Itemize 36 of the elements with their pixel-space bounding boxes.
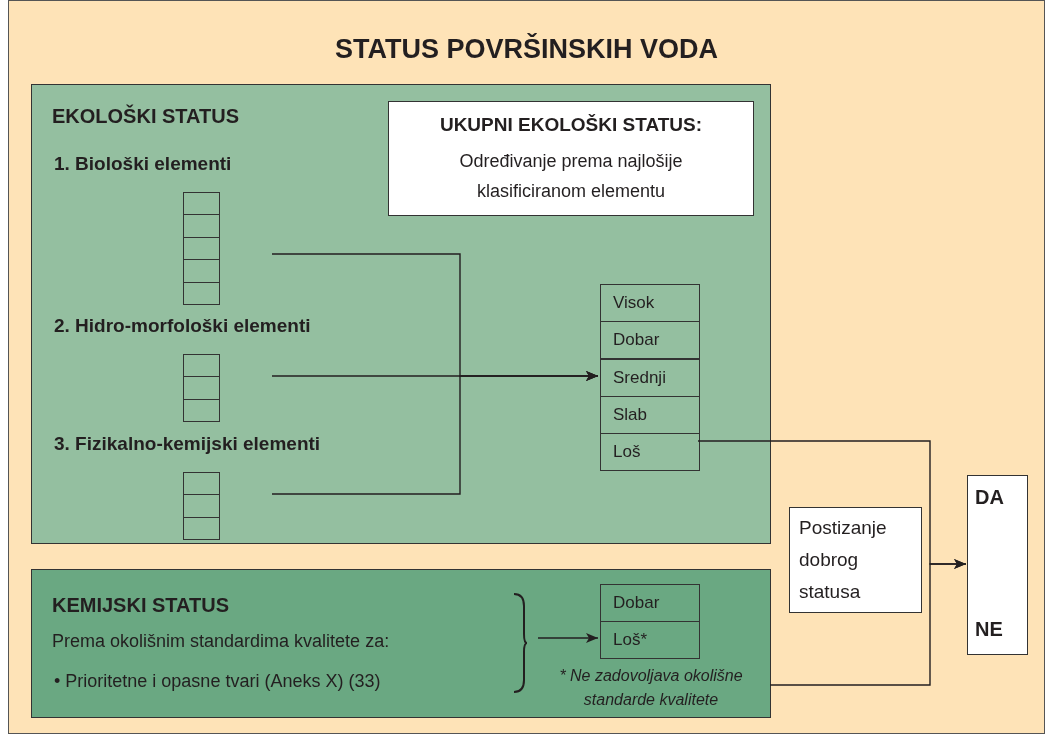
class-label: Loš <box>613 441 641 464</box>
box-heading: UKUPNI EKOLOŠKI STATUS: <box>439 113 703 138</box>
class-cell <box>600 359 700 397</box>
class-label: Dobar <box>613 329 660 352</box>
panel-heading: KEMIJSKI STATUS <box>52 594 230 616</box>
class-cell <box>600 396 700 434</box>
class-label: Loš* <box>613 629 648 652</box>
result-box <box>967 475 1028 655</box>
box-text: Postizanje dobrog statusa <box>799 516 888 604</box>
class-cell <box>600 433 700 471</box>
bullet-item: • Prioritetne i opasne tvari (Aneks X) (33) <box>54 671 381 691</box>
class-cell <box>600 584 700 622</box>
info-box <box>388 101 754 216</box>
panel <box>31 84 771 544</box>
title: STATUS POVRŠINSKIH VODA <box>334 34 718 64</box>
frame-panel <box>8 0 1045 734</box>
text-box <box>789 507 922 613</box>
class-label: Dobar <box>613 592 660 615</box>
class-cell <box>600 321 700 359</box>
arrow <box>537 633 599 643</box>
class-label: Srednji <box>613 367 666 390</box>
description: Prema okolišnim standardima kvalitete za: <box>52 631 390 651</box>
no-text: NE <box>975 617 1004 642</box>
class-label: Slab <box>613 404 648 427</box>
arrow <box>769 559 967 686</box>
group-heading: 2. Hidro-morfološki elementi <box>54 314 311 338</box>
yes-text: DA <box>975 485 1005 510</box>
class-label: Visok <box>613 292 655 315</box>
description: Određivanje prema najlošije klasificiranom elementu <box>458 149 684 203</box>
group-heading: 1. Biološki elementi <box>54 152 232 176</box>
footnote: * Ne zadovoljava okolišne standarde kvalitete <box>559 667 743 708</box>
panel-heading: EKOLOŠKI STATUS <box>52 105 240 127</box>
group-heading: 3. Fizikalno-kemijski elementi <box>54 432 321 456</box>
panel <box>31 569 771 718</box>
class-cell <box>600 284 700 322</box>
arrow <box>271 371 599 495</box>
